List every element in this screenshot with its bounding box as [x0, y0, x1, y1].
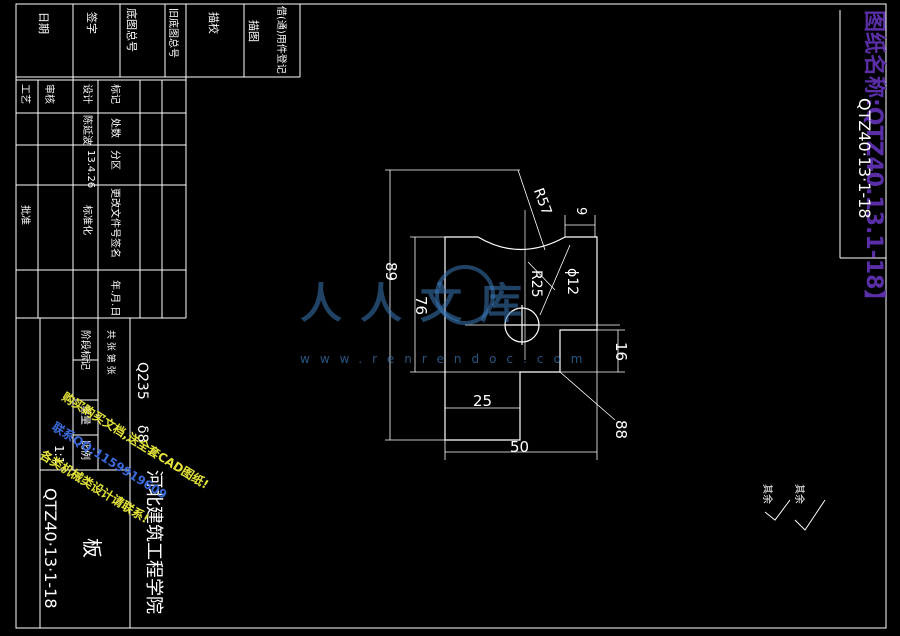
label-sign-name: 签名: [109, 238, 120, 258]
drawing-number-box: [839, 10, 886, 259]
watermark-url: www.renrendoc.com: [300, 352, 593, 366]
dim-50: 50: [510, 438, 530, 456]
watermark-logo-icon: [435, 265, 495, 325]
label-approve: 批准: [19, 205, 30, 225]
dim-dia12: ϕ12: [564, 268, 580, 296]
label-date: 日期: [37, 12, 50, 34]
label-trace: 描图: [247, 20, 260, 42]
roughness-symbols: [764, 499, 826, 531]
watermark-brand: 人人文库: [300, 279, 541, 328]
label-base-drawing-no: 底图总号: [125, 8, 138, 52]
designer-name: 陈延波: [81, 115, 92, 145]
material-label: Q235: [134, 362, 150, 400]
label-old-base-drawing-no: 旧底图总号: [167, 8, 178, 58]
label-stage-mark: 阶段标记: [79, 330, 90, 370]
dim-25: 25: [473, 392, 493, 410]
roughness-note-1: 其余: [793, 484, 804, 504]
label-zone: 分区: [109, 150, 120, 170]
label-trace-check: 描校: [207, 12, 220, 34]
dim-16: 16: [612, 342, 630, 362]
label-count: 处数: [109, 118, 120, 138]
label-signature: 签字: [85, 12, 98, 34]
roughness-note-2: 其余: [761, 484, 772, 504]
design-date: 13.4.26: [85, 150, 96, 189]
part-name: 板: [80, 538, 104, 558]
label-design: 设计: [81, 84, 92, 104]
label-change-doc: 更改文件号: [109, 188, 120, 238]
label-date-ymd: 年.月.日: [109, 280, 120, 317]
dim-9: 9: [573, 207, 588, 216]
drawing-number-box-text: QTZ40·13·1-18: [855, 98, 874, 219]
label-mark: 标记: [109, 84, 120, 104]
drawing-number-bottom: QTZ40·13·1-18: [41, 488, 60, 609]
label-review: 审核: [43, 84, 54, 104]
title-block-frame: [15, 3, 887, 629]
dim-88: 88: [612, 420, 630, 440]
dimension-lines: [385, 169, 625, 460]
label-standardization: 标准化: [81, 205, 92, 235]
label-process: 工艺: [19, 84, 30, 104]
center-lines: [465, 210, 620, 360]
label-borrowed-part: 借(通)用件登记: [275, 6, 286, 74]
label-sheets: 共 张 第 张: [105, 330, 115, 375]
